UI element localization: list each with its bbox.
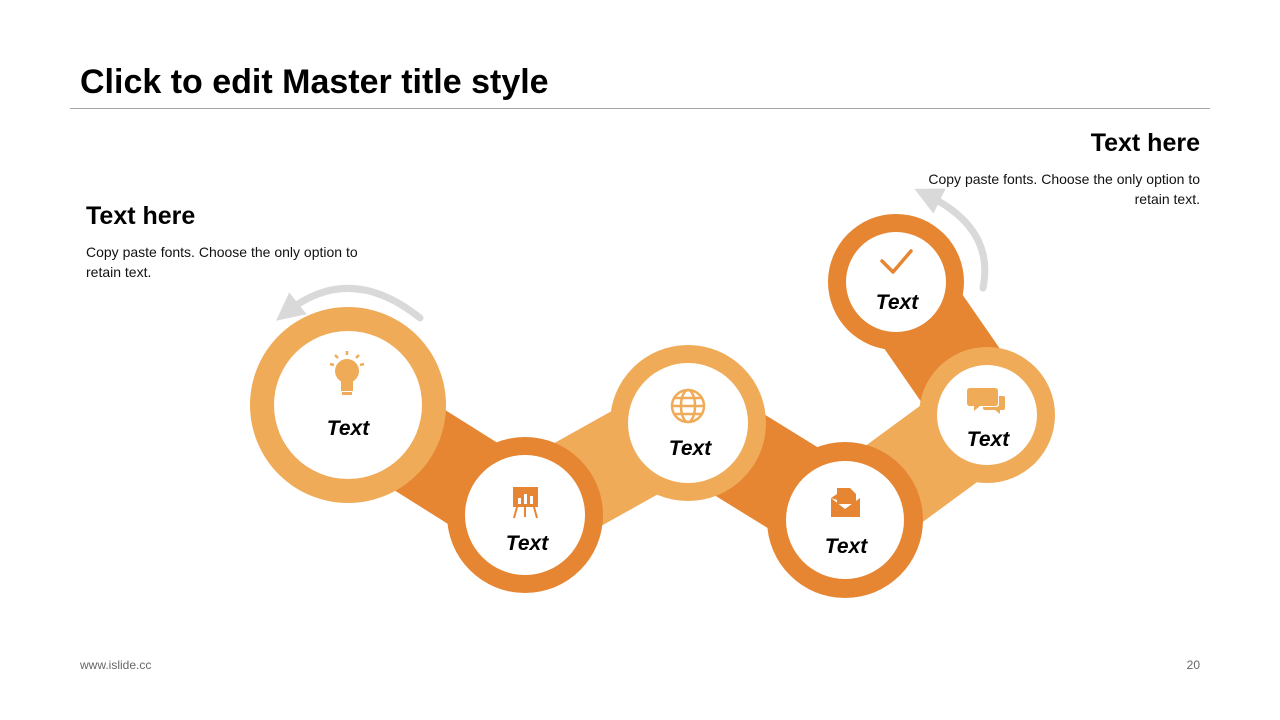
node-label: Text [327, 417, 370, 440]
page-number: 20 [1186, 658, 1200, 672]
node-center [274, 331, 422, 479]
node-center [937, 365, 1037, 465]
right-curved-arrow [914, 188, 989, 292]
slide-title: Click to edit Master title style [80, 63, 549, 101]
title-divider [70, 108, 1210, 109]
process-node-5: Text [919, 347, 1055, 483]
left-text-block: Text here Copy paste fonts. Choose the o… [86, 200, 376, 282]
process-node-6: Text [828, 214, 964, 350]
process-node-4: Text [767, 442, 923, 598]
process-node-2: Text [447, 437, 603, 593]
left-curved-arrow [276, 284, 424, 322]
node-label: Text [669, 437, 712, 460]
process-node-1: Text [250, 307, 446, 503]
process-node-3: Text [610, 345, 766, 501]
node-label: Text [506, 532, 549, 555]
footer-url: www.islide.cc [80, 658, 152, 672]
node-label: Text [825, 535, 868, 558]
node-center [846, 232, 946, 332]
right-block-heading: Text here [1090, 129, 1200, 157]
right-block-body: Copy paste fonts. Choose the only option… [928, 171, 1200, 207]
node-label: Text [876, 291, 919, 314]
node-label: Text [967, 428, 1010, 451]
left-block-body: Copy paste fonts. Choose the only option… [86, 244, 358, 280]
right-text-block: Text here Copy paste fonts. Choose the o… [900, 127, 1200, 209]
lightbulb-icon [329, 351, 365, 395]
envelope-document-icon [831, 488, 860, 517]
presentation-chart-icon [513, 487, 538, 519]
checkmark-icon [880, 249, 913, 274]
globe-icon [670, 388, 706, 424]
left-block-heading: Text here [86, 202, 196, 230]
node-center [786, 461, 904, 579]
chat-bubbles-icon [967, 388, 1005, 414]
